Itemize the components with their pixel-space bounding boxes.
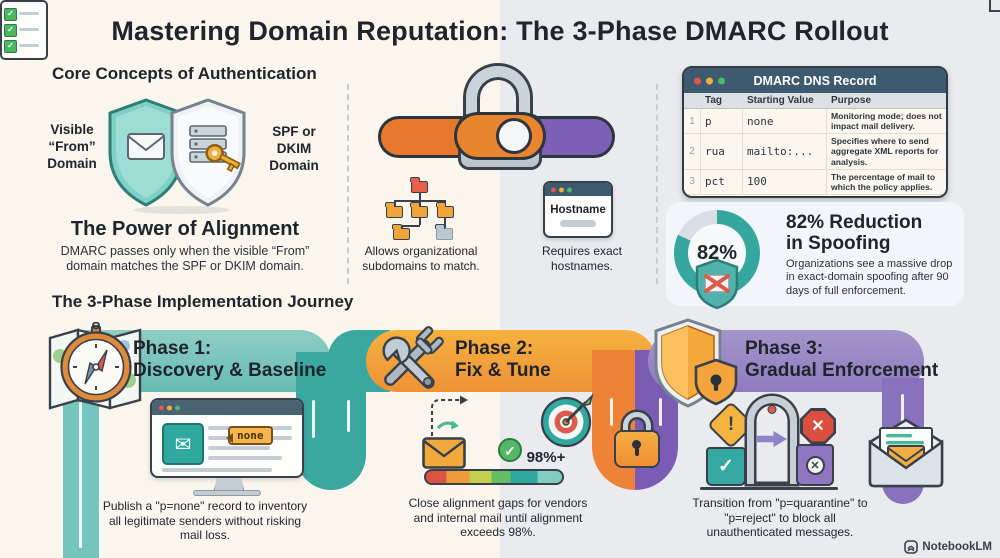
p-none-tag: none: [226, 426, 273, 445]
hostname-label: Hostname: [550, 204, 606, 216]
blocked-spoof-shield-icon: [695, 258, 739, 310]
hostname-window-icon: Hostname: [543, 181, 613, 238]
section-divider-left: [347, 84, 349, 284]
dashed-flow-arrow-icon: [431, 395, 468, 436]
junction-lock-body-icon: [614, 430, 660, 468]
dns-row-number: 2: [684, 134, 700, 170]
checklist-document-icon: ✓ ✓ ✓: [0, 0, 1000, 60]
power-of-alignment-heading: The Power of Alignment: [70, 218, 300, 240]
dns-purpose-monitoring: Monitoring mode; does not impact mail de…: [826, 109, 946, 135]
dns-col-purpose: Purpose: [826, 93, 946, 109]
power-of-alignment-body: DMARC passes only when the visible “From…: [60, 244, 310, 273]
notebooklm-logo-icon: [904, 540, 919, 554]
dns-row-number: 1: [684, 109, 700, 135]
dns-col-value: Starting Value: [742, 93, 826, 109]
reject-stop-icon: ✕: [800, 408, 836, 444]
dns-col-tag: Tag: [700, 93, 742, 109]
road-lane-line: [79, 402, 82, 548]
phase3-header: Phase 3: Gradual Enforcement: [745, 338, 938, 382]
quarantine-bin-icon: ✓: [706, 447, 746, 486]
dns-tag-p: p: [700, 109, 742, 135]
lock-shackle-icon: [466, 66, 530, 124]
phase1-title: Phase 1:: [133, 338, 212, 359]
strict-mode-caption: Requires exact hostnames.: [541, 244, 623, 273]
core-concepts-heading: Core Concepts of Authentication: [52, 64, 317, 83]
road-lane-line: [610, 398, 613, 426]
dns-record-window: DMARC DNS Record Tag Starting Value Purp…: [682, 66, 948, 198]
road-lane-line: [312, 400, 315, 438]
hostname-window-titlebar: [545, 183, 611, 196]
journey-heading: The 3-Phase Implementation Journey: [52, 292, 354, 311]
footer-brand: NotebookLM: [860, 540, 992, 554]
road-lane-line: [901, 394, 904, 422]
phase3-subtitle: Gradual Enforcement: [745, 359, 939, 381]
dns-record-table: Tag Starting Value Purpose 1 p none Moni…: [684, 93, 946, 195]
window-minimize-dot: [706, 77, 713, 84]
email-tile-icon: ✉: [162, 423, 204, 465]
page-title: Mastering Domain Reputation: The 3-Phase…: [111, 16, 889, 46]
phase2-subtitle: Fix & Tune: [455, 359, 551, 381]
dns-tag-rua: rua: [700, 134, 742, 170]
dns-window-titlebar: DMARC DNS Record: [684, 68, 946, 93]
dns-purpose-reports: Specifies where to send aggregate XML re…: [826, 134, 946, 170]
dns-row-number: 3: [684, 170, 700, 195]
dns-value-none: none: [742, 109, 826, 135]
phase1-monitor-window: ✉: [150, 398, 304, 478]
stat-heading: 82% Reduction in Spoofing: [786, 212, 966, 255]
dns-value-mailto: mailto:...: [742, 134, 826, 170]
alignment-shields-icon: [108, 98, 246, 214]
enforcement-gate-icon: [747, 396, 797, 484]
hostname-underline: [560, 220, 596, 227]
wrench-tools-icon: [382, 326, 444, 389]
phase2-envelope-icon: [422, 437, 466, 469]
phase1-header: Phase 1: Discovery & Baseline: [133, 338, 326, 382]
stat-heading-line2: in Spoofing: [786, 233, 891, 255]
alignment-metric: 98%+: [526, 449, 566, 466]
compass-map-icon: [48, 322, 142, 410]
dns-purpose-percentage: The percentage of mail to which the poli…: [826, 169, 946, 195]
alignment-progress-bar: [424, 469, 564, 485]
subdomain-tree-icon: [385, 176, 461, 240]
enforcement-shield-icon: [654, 318, 738, 408]
phase2-caption: Close alignment gaps for vendors and int…: [408, 496, 588, 540]
dns-tag-pct: pct: [700, 169, 742, 195]
section-divider-right: [656, 84, 658, 284]
toggle-knob-circle: [496, 118, 532, 154]
road-lane-line: [347, 400, 350, 432]
road-lane-line: [659, 398, 662, 426]
junction-lock-shackle-icon: [623, 412, 651, 434]
phase2-title: Phase 2:: [455, 338, 534, 359]
dns-window-title: DMARC DNS Record: [753, 73, 877, 88]
phase1-caption: Publish a "p=none" record to inventory a…: [102, 499, 308, 543]
phase3-caption: Transition from "p=quarantine" to "p=rej…: [692, 496, 868, 540]
reject-bin-icon: ✕: [796, 444, 834, 486]
window-close-dot: [694, 77, 701, 84]
monitor-stand-base: [193, 490, 261, 496]
phase2-header: Phase 2: Fix & Tune: [455, 338, 551, 382]
delivered-mail-icon: [868, 418, 944, 488]
relaxed-mode-caption: Allows organizational subdomains to matc…: [362, 244, 480, 273]
stat-body: Organizations see a massive drop in exac…: [786, 258, 953, 297]
check-badge-icon: ✓: [498, 438, 522, 462]
footer-brand-label: NotebookLM: [922, 541, 992, 553]
dns-value-100: 100: [742, 169, 826, 195]
spf-dkim-domain-label: SPF or DKIM Domain: [269, 124, 319, 173]
phase3-title: Phase 3:: [745, 338, 824, 359]
phase1-subtitle: Discovery & Baseline: [133, 359, 327, 381]
visible-from-domain-label: Visible “From” Domain: [47, 122, 97, 171]
stat-heading-line1: 82% Reduction: [786, 212, 923, 233]
ground-line: [700, 487, 838, 490]
target-goal-icon: [540, 394, 594, 448]
window-zoom-dot: [718, 77, 725, 84]
